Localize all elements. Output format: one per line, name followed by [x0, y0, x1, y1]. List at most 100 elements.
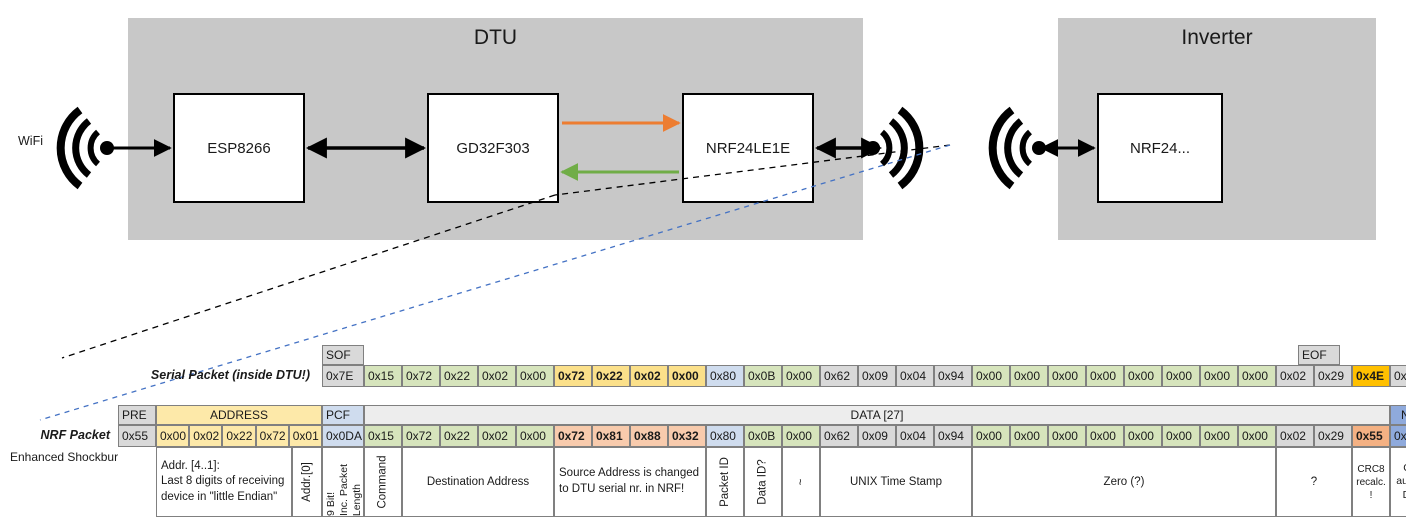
serial-byte-15: 0x94	[934, 365, 972, 387]
serial-packet-row-label: Serial Packet (inside DTU!)	[150, 368, 310, 382]
anno-zero: Zero (?)	[972, 447, 1276, 517]
serial-byte-25: 0x29	[1314, 365, 1352, 387]
nrf-byte-26: 0x55	[1351, 425, 1390, 447]
serial-byte-10: 0x0B	[744, 365, 782, 387]
nrf-byte-23: 0x00	[1237, 425, 1276, 447]
inverter-title: Inverter	[1181, 26, 1253, 49]
nrf-crc-byte-0: 0x..	[1389, 425, 1406, 447]
nrf-packet-row-sublabel: Enhanced Shockburst	[10, 450, 128, 464]
serial-byte-22: 0x00	[1200, 365, 1238, 387]
nrf-byte-12: 0x62	[819, 425, 858, 447]
chip-nrf24le1e-label: NRF24LE1E	[705, 139, 791, 157]
nrf-byte-7: 0x88	[629, 425, 668, 447]
nrf-byte-2: 0x22	[439, 425, 478, 447]
serial-byte-6: 0x22	[592, 365, 630, 387]
chip-inverter-nrf24: NRF24...	[1097, 93, 1223, 203]
nrf-byte-4: 0x00	[515, 425, 554, 447]
nrf-crc-cells: 0x..0x..	[1389, 425, 1406, 447]
anno-question: ?	[1276, 447, 1352, 517]
serial-byte-0: 0x15	[364, 365, 402, 387]
anno-pcf-note-c: Length	[350, 483, 363, 516]
nrf-byte-15: 0x94	[933, 425, 972, 447]
chip-esp8266: ESP8266	[173, 93, 305, 203]
nrf-byte-20: 0x00	[1123, 425, 1162, 447]
nrf-address-byte-3: 0x72	[255, 425, 289, 447]
serial-byte-26: 0x4E	[1352, 365, 1390, 387]
anno-destination-address: Destination Address	[402, 447, 554, 517]
anno-zero-text: Zero (?)	[1103, 476, 1145, 488]
nrf-byte-16: 0x00	[971, 425, 1010, 447]
anno-pcf-note-a: 9 Bit!	[324, 492, 337, 516]
serial-byte-18: 0x00	[1048, 365, 1086, 387]
serial-byte-21: 0x00	[1162, 365, 1200, 387]
nrf-byte-11: 0x00	[781, 425, 820, 447]
serial-byte-5: 0x72	[554, 365, 592, 387]
nrf-address-byte-2: 0x22	[222, 425, 256, 447]
nrf-byte-6: 0x81	[591, 425, 630, 447]
serial-byte-8: 0x00	[668, 365, 706, 387]
anno-question-text: ?	[1310, 476, 1318, 488]
serial-sof-value: 0x7E	[322, 365, 364, 387]
anno-source-note: Source Address is changed to DTU serial …	[554, 447, 706, 517]
dtu-rf-antenna-icon	[866, 106, 924, 190]
serial-eof-header-row: EOF	[1298, 345, 1340, 365]
nrf-byte-10: 0x0B	[743, 425, 782, 447]
chip-gd32f303-label: GD32F303	[456, 139, 530, 157]
anno-address-note: Addr. [4..1]:Last 8 digits of receiving …	[156, 447, 292, 517]
anno-command-text: Command	[377, 455, 389, 509]
nrf-packet-row-label: NRF Packet	[40, 428, 110, 442]
nrf-byte-25: 0x29	[1313, 425, 1352, 447]
anno-source-note-text: Source Address is changed to DTU serial …	[559, 467, 700, 495]
anno-crc8: CRC8 recalc. !	[1352, 447, 1390, 517]
anno-data-id: Data ID?	[744, 447, 782, 517]
serial-eof-value: 0x7F	[1390, 365, 1406, 387]
inverter-rf-antenna-icon	[988, 106, 1046, 190]
anno-pre-spacer	[118, 447, 156, 517]
serial-byte-4: 0x00	[516, 365, 554, 387]
nrf-pcf-value: 0x0DA	[321, 425, 364, 447]
anno-address-note-text: Addr. [4..1]:Last 8 digits of receiving …	[161, 459, 285, 503]
nrf-header-row: PRE ADDRESS PCF DATA [27] NRF CRC	[118, 405, 1406, 425]
serial-byte-14: 0x04	[896, 365, 934, 387]
nrf-byte-14: 0x04	[895, 425, 934, 447]
nrf-byte-17: 0x00	[1009, 425, 1048, 447]
serial-byte-2: 0x22	[440, 365, 478, 387]
anno-pcf-note: 9 Bit! Inc. Packet Length	[322, 447, 364, 517]
chip-nrf24le1e: NRF24LE1E	[682, 93, 814, 203]
anno-crc8-text: CRC8 recalc. !	[1356, 463, 1386, 501]
nrf-pre-value: 0x55	[118, 425, 156, 447]
serial-eof-header: EOF	[1298, 345, 1340, 365]
chip-inverter-nrf24-label: NRF24...	[1129, 139, 1190, 157]
anno-tilde: ~	[782, 447, 820, 517]
anno-tilde-text: ~	[795, 478, 807, 486]
serial-byte-12: 0x62	[820, 365, 858, 387]
nrf-address-byte-1: 0x02	[189, 425, 223, 447]
serial-byte-19: 0x00	[1086, 365, 1124, 387]
anno-pcf-note-b: Inc. Packet	[337, 464, 350, 516]
nrf-byte-22: 0x00	[1199, 425, 1238, 447]
nrf-address-byte-4: 0x01	[288, 425, 322, 447]
serial-byte-7: 0x02	[630, 365, 668, 387]
serial-byte-9: 0x80	[706, 365, 744, 387]
serial-byte-17: 0x00	[1010, 365, 1048, 387]
nrf-byte-13: 0x09	[857, 425, 896, 447]
nrf-byte-18: 0x00	[1047, 425, 1086, 447]
nrf-byte-5: 0x72	[553, 425, 592, 447]
anno-addr0-text: Addr.[0]	[301, 462, 314, 502]
annotation-row: Addr. [4..1]:Last 8 digits of receiving …	[118, 447, 1406, 517]
anno-generated-text: Generated automatically. Dont Care!	[1396, 462, 1406, 501]
serial-byte-23: 0x00	[1238, 365, 1276, 387]
nrf-crc-header: NRF CRC	[1390, 405, 1406, 425]
anno-data-id-text: Data ID?	[757, 459, 770, 505]
anno-command: Command	[364, 447, 402, 517]
serial-byte-11: 0x00	[782, 365, 820, 387]
chip-gd32f303: GD32F303	[427, 93, 559, 203]
serial-byte-16: 0x00	[972, 365, 1010, 387]
nrf-byte-8: 0x32	[667, 425, 706, 447]
nrf-byte-24: 0x02	[1275, 425, 1314, 447]
nrf-pre-header: PRE	[118, 405, 156, 425]
nrf-byte-19: 0x00	[1085, 425, 1124, 447]
